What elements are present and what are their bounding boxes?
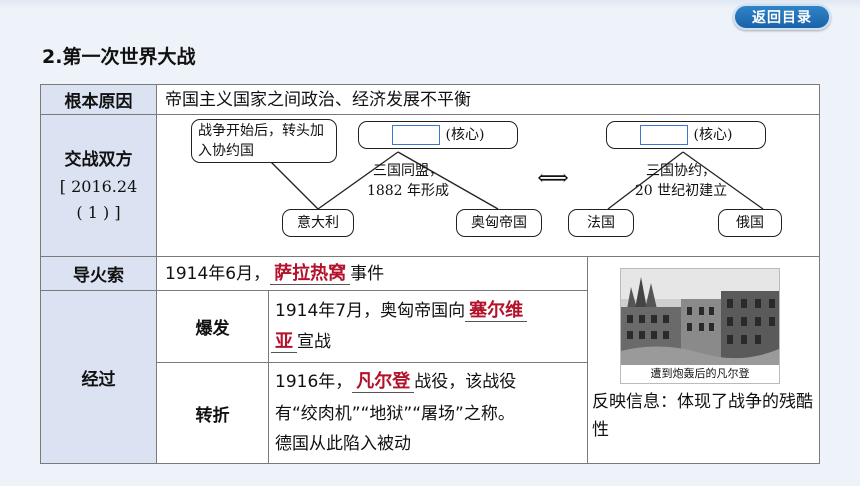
sides-label: 交战双方	[64, 150, 133, 170]
turning-line2: 有“绞肉机”“地狱”“屠场”之称。	[275, 404, 515, 424]
right-alliance-text: 三国协约， 20 世纪初建立	[606, 161, 756, 201]
austria-box: 奥匈帝国	[456, 209, 542, 237]
photo-reflection: 反映信息：体现了战争的残酷性	[592, 392, 813, 440]
fuse-text: 1914年6月，萨拉热窝事件	[165, 261, 384, 287]
france-label: 法国	[587, 215, 615, 231]
left-alliance-text: 三国同盟， 1882 年形成	[348, 161, 468, 201]
turning-label-cell: 转折	[156, 362, 269, 464]
alliance-diagram-lines	[269, 151, 764, 210]
photo-caption: 遭到炮轰后的凡尔登	[650, 367, 750, 380]
russia-label: 俄国	[736, 215, 764, 231]
top-bar	[0, 0, 860, 8]
left-core-blank	[391, 125, 440, 145]
italy-box: 意大利	[282, 209, 354, 237]
right-core-box: (核心)	[606, 121, 766, 149]
outbreak-label: 爆发	[195, 319, 230, 339]
turning-answer: 凡尔登	[352, 371, 415, 393]
right-core-label: (核心)	[693, 127, 733, 143]
outbreak-suffix: 宣战	[297, 332, 331, 352]
sides-label-cell: 交战双方 [ 2016.24 ( 1 ) ]	[40, 114, 157, 257]
left-alliance-year: 1882 年形成	[366, 183, 450, 199]
root-cause-value: 帝国主义国家之间政治、经济发展不平衡	[165, 90, 471, 110]
left-core-label: (核心)	[445, 127, 485, 143]
root-cause-cell: 帝国主义国家之间政治、经济发展不平衡	[156, 84, 820, 115]
sides-note-line2: ( 1 ) ]	[76, 203, 121, 222]
fuse-suffix: 事件	[350, 264, 385, 284]
fuse-answer: 萨拉热窝	[270, 263, 351, 285]
ruined-city-image	[621, 269, 779, 365]
outbreak-label-cell: 爆发	[156, 290, 269, 363]
italy-label: 意大利	[297, 215, 339, 231]
fuse-prefix: 1914年6月，	[165, 264, 271, 284]
sides-note-line1: [ 2016.24	[59, 177, 138, 196]
callout-text: 战争开始后，转头加入协约国	[198, 123, 324, 159]
callout-box: 战争开始后，转头加入协约国	[191, 119, 337, 163]
section-title: 2.第一次世界大战	[42, 46, 196, 68]
alliance-diagram: 战争开始后，转头加入协约国 (核心) 三国同盟， 1882 年形成 意大利 奥匈…	[188, 117, 786, 242]
double-arrow: ⟺	[537, 166, 569, 191]
back-to-contents-button[interactable]: 返回目录	[733, 4, 831, 30]
turning-prefix: 1916年，	[275, 372, 353, 392]
outbreak-cell: 1914年7月，奥匈帝国向塞尔维 亚宣战	[268, 290, 588, 363]
austria-label: 奥匈帝国	[471, 215, 527, 231]
fuse-label: 导火索	[73, 266, 124, 286]
root-cause-label-text: 根本原因	[64, 92, 133, 112]
left-core-box: (核心)	[358, 121, 518, 149]
outbreak-line1: 1914年7月，奥匈帝国向塞尔维	[275, 298, 528, 324]
turning-cell: 1916年，凡尔登战役，该战役 有“绞肉机”“地狱”“屠场”之称。 德国从此陷入…	[268, 362, 588, 464]
outbreak-prefix: 1914年7月，奥匈帝国向	[275, 301, 466, 321]
turning-line1: 1916年，凡尔登战役，该战役	[275, 369, 516, 395]
turning-label: 转折	[195, 405, 230, 426]
fuse-label-cell: 导火索	[40, 256, 157, 291]
left-alliance-name: 三国同盟，	[373, 163, 443, 179]
turning-line1-suffix: 战役，该战役	[414, 372, 517, 392]
right-core-blank	[639, 125, 688, 145]
outbreak-answer-part2: 亚	[271, 331, 297, 353]
right-alliance-name: 三国协约，	[646, 163, 716, 179]
outbreak-answer-part1: 塞尔维	[465, 300, 528, 322]
france-box: 法国	[568, 209, 634, 237]
root-cause-label: 根本原因	[40, 84, 157, 115]
fuse-cell: 1914年6月，萨拉热窝事件	[156, 256, 588, 291]
process-label-cell: 经过	[40, 290, 157, 464]
russia-box: 俄国	[718, 209, 782, 237]
process-label: 经过	[81, 369, 116, 390]
verdun-photo: 遭到炮轰后的凡尔登	[620, 268, 780, 384]
outbreak-line2: 亚宣战	[271, 329, 331, 355]
right-alliance-year: 20 世纪初建立	[634, 183, 728, 199]
turning-line3: 德国从此陷入被动	[275, 434, 411, 454]
